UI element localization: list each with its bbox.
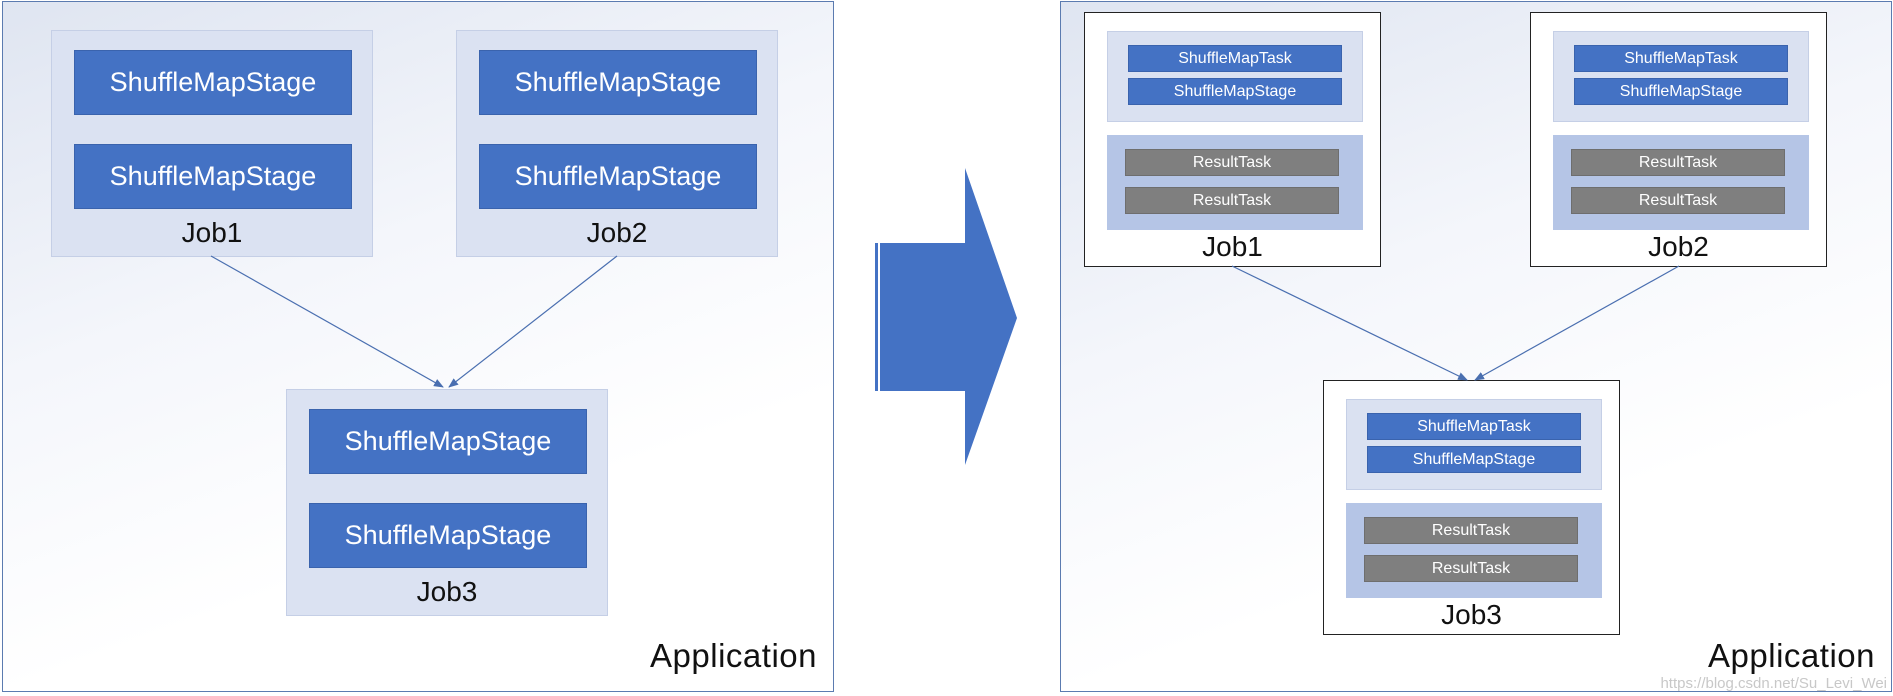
job-label: Job2	[586, 217, 648, 248]
job1-box-left: ShuffleMapStage ShuffleMapStage Job1	[51, 30, 373, 257]
task-box: ResultTask	[1125, 187, 1339, 214]
stage-box: ShuffleMapStage	[74, 144, 352, 209]
task-box: ResultTask	[1571, 149, 1785, 176]
task-box: ShuffleMapTask	[1128, 45, 1342, 72]
job-label: Job3	[1441, 599, 1502, 630]
shuffle-map-group: ShuffleMapTask ShuffleMapStage	[1346, 399, 1602, 490]
task-box: ShuffleMapTask	[1367, 413, 1581, 440]
job1-box-right: ShuffleMapTask ShuffleMapStage ResultTas…	[1084, 12, 1381, 267]
watermark: https://blog.csdn.net/Su_Levi_Wei	[1660, 675, 1887, 692]
task-box: ResultTask	[1364, 555, 1578, 582]
connector-job1-job3-right	[1231, 265, 1468, 381]
job-label: Job3	[416, 576, 478, 607]
job-label: Job2	[1648, 231, 1709, 262]
job-label: Job1	[181, 217, 243, 248]
application-label: Application	[1708, 637, 1875, 674]
task-box: ShuffleMapTask	[1574, 45, 1788, 72]
task-box: ShuffleMapStage	[1574, 78, 1788, 105]
task-box: ResultTask	[1125, 149, 1339, 176]
application-panel-left: ShuffleMapStage ShuffleMapStage Job1 Shu…	[2, 1, 834, 692]
application-label: Application	[650, 637, 817, 674]
result-task-group: ResultTask ResultTask	[1107, 135, 1363, 230]
shuffle-map-group: ShuffleMapTask ShuffleMapStage	[1107, 31, 1363, 122]
stage-box: ShuffleMapStage	[309, 409, 587, 474]
connector-job2-job3-left	[448, 255, 618, 388]
job-label: Job1	[1202, 231, 1263, 262]
job2-box-right: ShuffleMapTask ShuffleMapStage ResultTas…	[1530, 12, 1827, 267]
job3-box-left: ShuffleMapStage ShuffleMapStage Job3	[286, 389, 608, 616]
transform-arrow-icon	[872, 168, 1017, 465]
stage-box: ShuffleMapStage	[309, 503, 587, 568]
task-box: ShuffleMapStage	[1367, 446, 1581, 473]
task-box: ResultTask	[1364, 517, 1578, 544]
connector-job1-job3-left	[210, 255, 444, 388]
job3-box-right: ShuffleMapTask ShuffleMapStage ResultTas…	[1323, 380, 1620, 635]
result-task-group: ResultTask ResultTask	[1553, 135, 1809, 230]
task-box: ResultTask	[1571, 187, 1785, 214]
job2-box-left: ShuffleMapStage ShuffleMapStage Job2	[456, 30, 778, 257]
stage-box: ShuffleMapStage	[479, 144, 757, 209]
stage-box: ShuffleMapStage	[479, 50, 757, 115]
application-panel-right: ShuffleMapTask ShuffleMapStage ResultTas…	[1060, 1, 1892, 692]
shuffle-map-group: ShuffleMapTask ShuffleMapStage	[1553, 31, 1809, 122]
stage-box: ShuffleMapStage	[74, 50, 352, 115]
connector-job2-job3-right	[1474, 265, 1680, 381]
result-task-group: ResultTask ResultTask	[1346, 503, 1602, 598]
task-box: ShuffleMapStage	[1128, 78, 1342, 105]
